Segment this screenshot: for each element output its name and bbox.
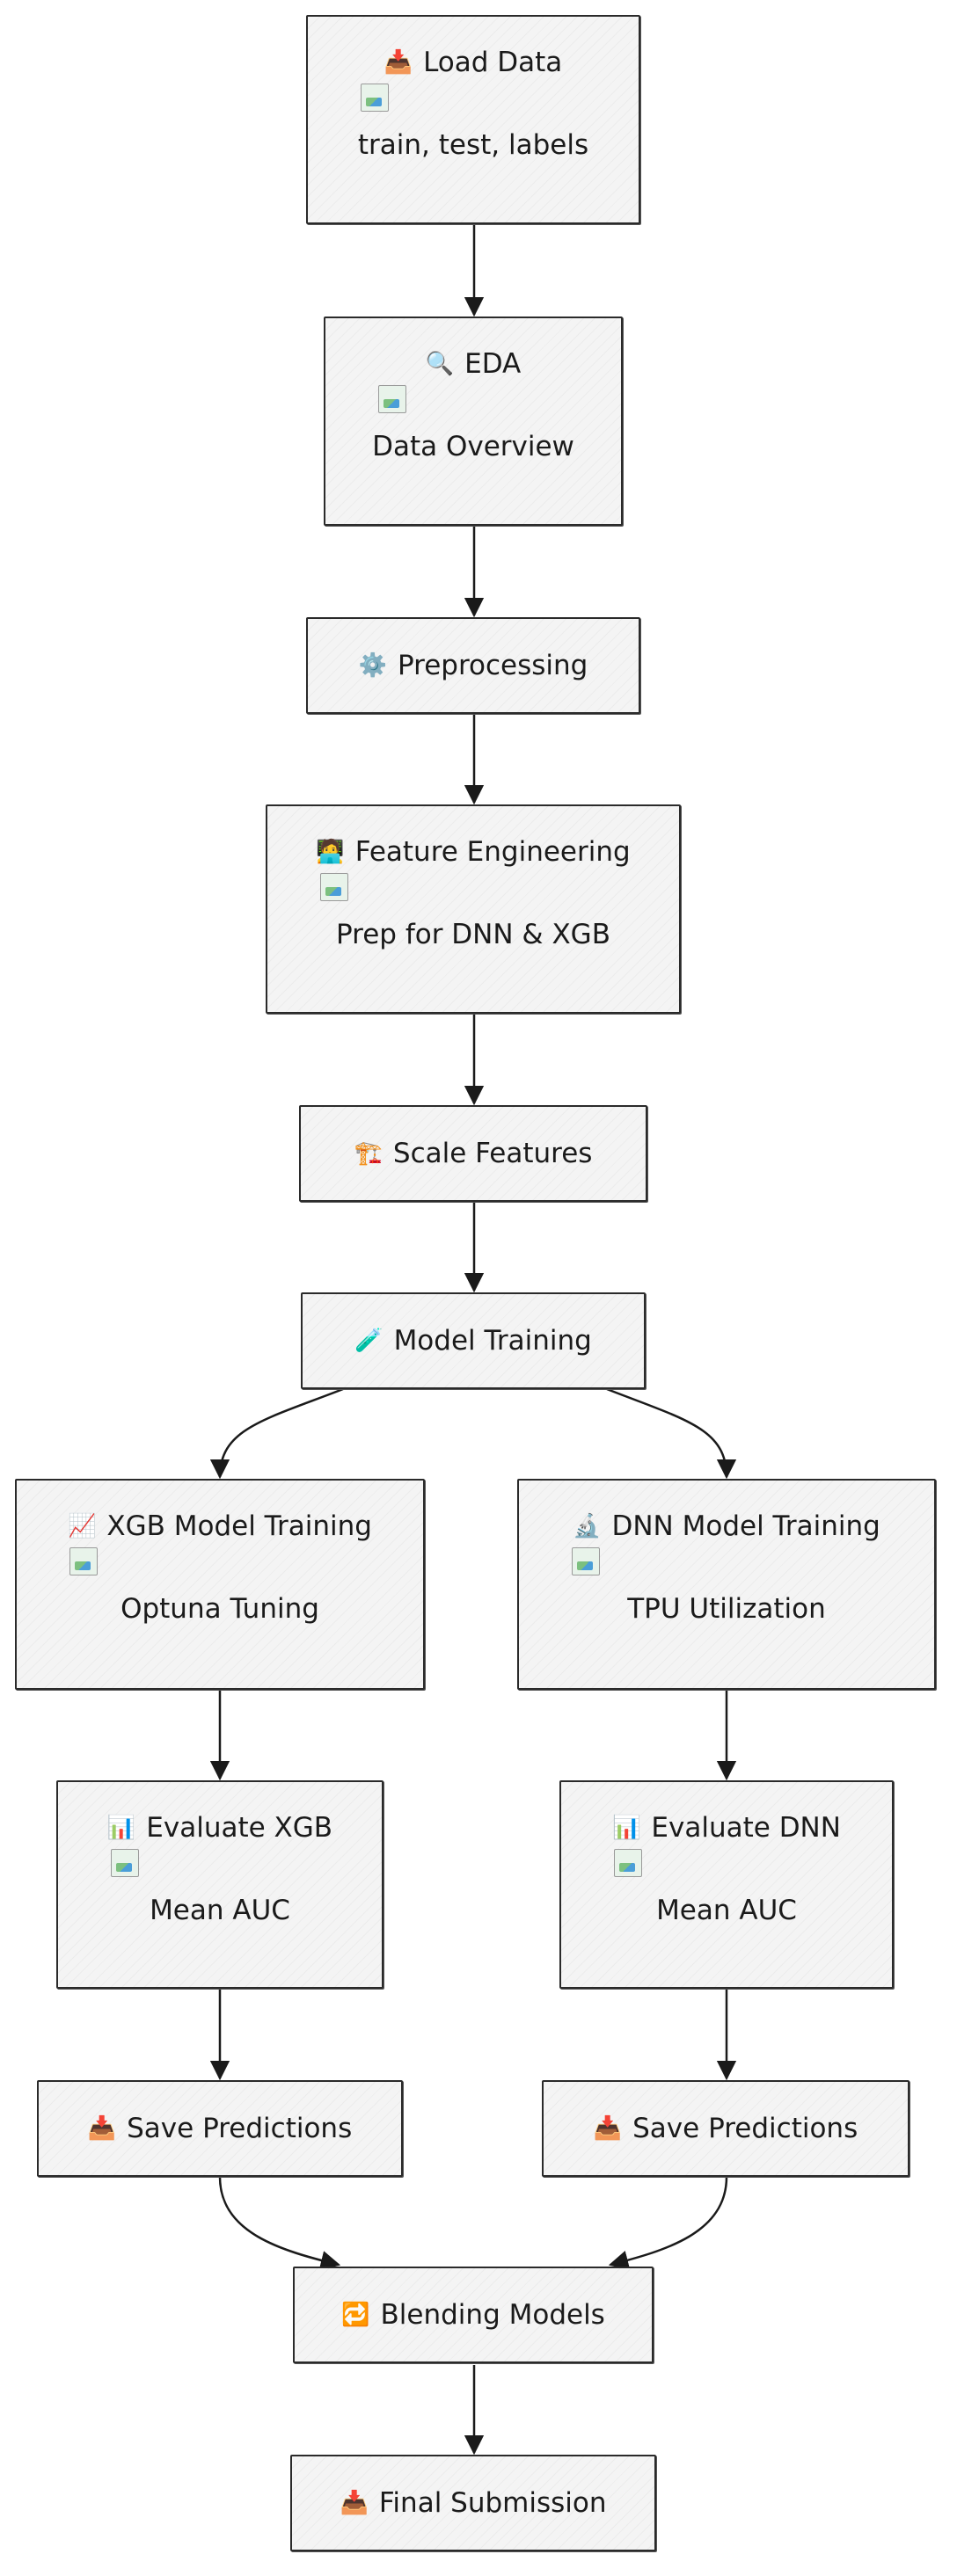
bar-chart-icon: 📊 [612,1815,641,1841]
node-label: DNN Model Training [611,1510,880,1542]
microscope-icon: 🔬 [573,1513,602,1539]
node-sublabel: Mean AUC [150,1895,290,1926]
node-label: Scale Features [392,1138,593,1169]
node-sublabel: train, test, labels [357,129,589,161]
node-label: XGB Model Training [106,1510,372,1542]
node-eda: 🔍 EDA Data Overview [324,317,623,526]
bar-chart-icon: 📊 [106,1815,136,1841]
node-sublabel: TPU Utilization [627,1593,826,1625]
node-save-dnn: 📥 Save Predictions [542,2080,910,2177]
node-sublabel: Prep for DNN & XGB [336,919,610,950]
inbox-tray-icon: 📥 [593,2115,623,2142]
node-blending: 🔁 Blending Models [293,2267,654,2363]
node-label: EDA [464,348,522,380]
edge-training-to-dnn [606,1387,737,1480]
broken-image-icon [320,873,348,901]
broken-image-icon [614,1849,642,1877]
node-model-training: 🧪 Model Training [301,1292,646,1389]
node-label: Save Predictions [632,2113,858,2144]
chart-increasing-icon: 📈 [67,1513,97,1539]
edge-save-xgb-to-blending [218,2176,341,2271]
node-label: Final Submission [378,2487,607,2519]
node-load-data: 📥 Load Data train, test, labels [306,15,640,224]
node-final-submission: 📥 Final Submission [290,2455,656,2551]
inbox-tray-icon: 📥 [87,2115,117,2142]
node-feature-engineering: 🧑‍💻 Feature Engineering Prep for DNN & X… [266,804,681,1014]
node-label: Evaluate XGB [146,1812,333,1844]
edge-training-to-xgb [209,1387,344,1480]
gear-icon: ⚙️ [358,652,387,679]
broken-image-icon [378,385,406,413]
node-preprocessing: ⚙️ Preprocessing [306,617,640,714]
broken-image-icon [361,84,389,112]
node-scale-features: 🏗️ Scale Features [299,1105,647,1202]
node-dnn-training: 🔬 DNN Model Training TPU Utilization [517,1479,936,1690]
broken-image-icon [111,1849,139,1877]
node-xgb-training: 📈 XGB Model Training Optuna Tuning [15,1479,425,1690]
node-label: Evaluate DNN [651,1812,841,1844]
broken-image-icon [572,1547,600,1575]
edge-save-dnn-to-blending [608,2176,728,2270]
node-evaluate-xgb: 📊 Evaluate XGB Mean AUC [56,1780,384,1989]
node-sublabel: Data Overview [372,431,574,462]
node-label: Save Predictions [127,2113,353,2144]
node-label: Blending Models [380,2299,605,2331]
node-label: Load Data [423,47,563,78]
test-tube-icon: 🧪 [354,1328,384,1354]
node-label: Preprocessing [398,650,588,681]
node-evaluate-dnn: 📊 Evaluate DNN Mean AUC [559,1780,894,1989]
broken-image-icon [69,1547,98,1575]
technologist-icon: 🧑‍💻 [316,839,345,865]
inbox-tray-icon: 📥 [340,2490,369,2516]
magnifier-icon: 🔍 [425,351,455,377]
node-sublabel: Mean AUC [656,1895,797,1926]
node-label: Model Training [393,1325,592,1357]
crane-icon: 🏗️ [354,1140,383,1167]
inbox-tray-icon: 📥 [384,49,413,76]
node-save-xgb: 📥 Save Predictions [37,2080,403,2177]
node-sublabel: Optuna Tuning [121,1593,319,1625]
node-label: Feature Engineering [354,836,631,868]
repeat-icon: 🔁 [341,2302,370,2328]
